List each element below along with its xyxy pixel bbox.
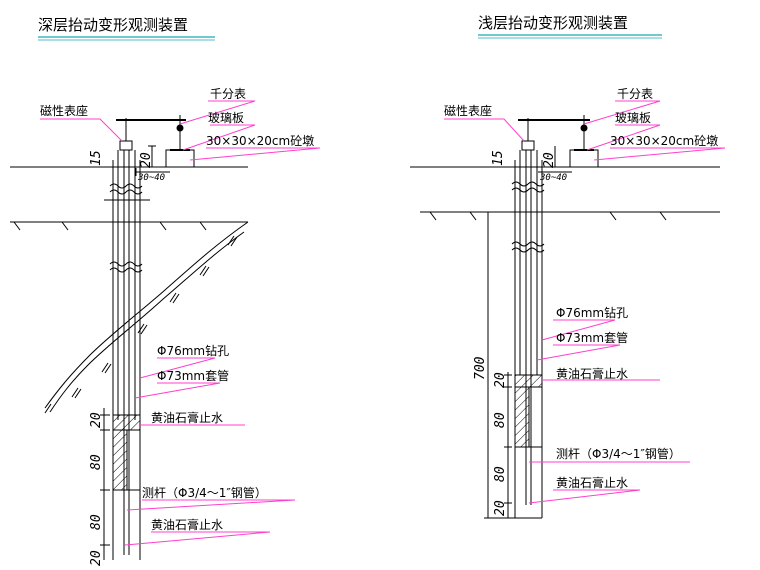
left-label-casing: Φ73mm套管 xyxy=(157,369,230,383)
left-dim-20-b: 20 xyxy=(89,550,104,566)
right-leaders xyxy=(444,100,726,504)
right-dim-20-b: 20 xyxy=(493,500,508,516)
left-rock-interface xyxy=(44,221,249,409)
left-dim-80-b: 80 xyxy=(89,514,104,530)
right-dim-20-a: 20 xyxy=(493,372,508,388)
right-dim-30-40: 30~40 xyxy=(540,173,568,183)
left-label-glass-plate: 玻璃板 xyxy=(208,111,245,125)
right-dim-80-b: 80 xyxy=(493,466,508,482)
right-device xyxy=(410,115,720,519)
left-device xyxy=(10,115,249,560)
right-dim-80-a: 80 xyxy=(493,412,508,428)
right-title: 浅层抬动变形观测装置 xyxy=(478,14,629,32)
right-label-concrete-pier: 30×30×20cm砼墩 xyxy=(610,134,719,148)
right-label-grease-seal-lower: 黄油石膏止水 xyxy=(556,476,629,490)
left-label-rod: 测杆（Φ3/4～1″钢管） xyxy=(142,486,267,500)
right-label-rod: 测杆（Φ3/4～1″钢管） xyxy=(556,447,681,461)
right-label-borehole: Φ76mm钻孔 xyxy=(556,306,629,320)
right-dim-20-top: 20 xyxy=(542,152,557,168)
left-label-magnet-base: 磁性表座 xyxy=(40,104,89,118)
left-label-grease-seal-lower: 黄油石膏止水 xyxy=(151,518,224,532)
left-label-dial-gauge: 千分表 xyxy=(210,87,247,101)
right-dim-15: 15 xyxy=(491,150,506,166)
left-title: 深层抬动变形观测装置 xyxy=(38,16,189,34)
right-label-dial-gauge: 千分表 xyxy=(617,87,654,101)
right-label-grease-seal-upper: 黄油石膏止水 xyxy=(556,367,629,381)
right-dim-700: 700 xyxy=(473,356,488,380)
left-leaders xyxy=(40,100,321,546)
right-label-glass-plate: 玻璃板 xyxy=(615,111,652,125)
left-label-concrete-pier: 30×30×20cm砼墩 xyxy=(206,134,315,148)
right-label-casing: Φ73mm套管 xyxy=(556,331,629,345)
left-dim-30-40: 30~40 xyxy=(138,173,166,183)
left-dim-80-a: 80 xyxy=(89,454,104,470)
left-dim-15: 15 xyxy=(89,150,104,166)
left-label-borehole: Φ76mm钻孔 xyxy=(157,344,230,358)
left-label-grease-seal-upper: 黄油石膏止水 xyxy=(151,411,224,425)
left-dim-20-top: 20 xyxy=(139,152,154,168)
right-label-magnet-base: 磁性表座 xyxy=(444,104,493,118)
left-dim-20-a: 20 xyxy=(89,412,104,428)
